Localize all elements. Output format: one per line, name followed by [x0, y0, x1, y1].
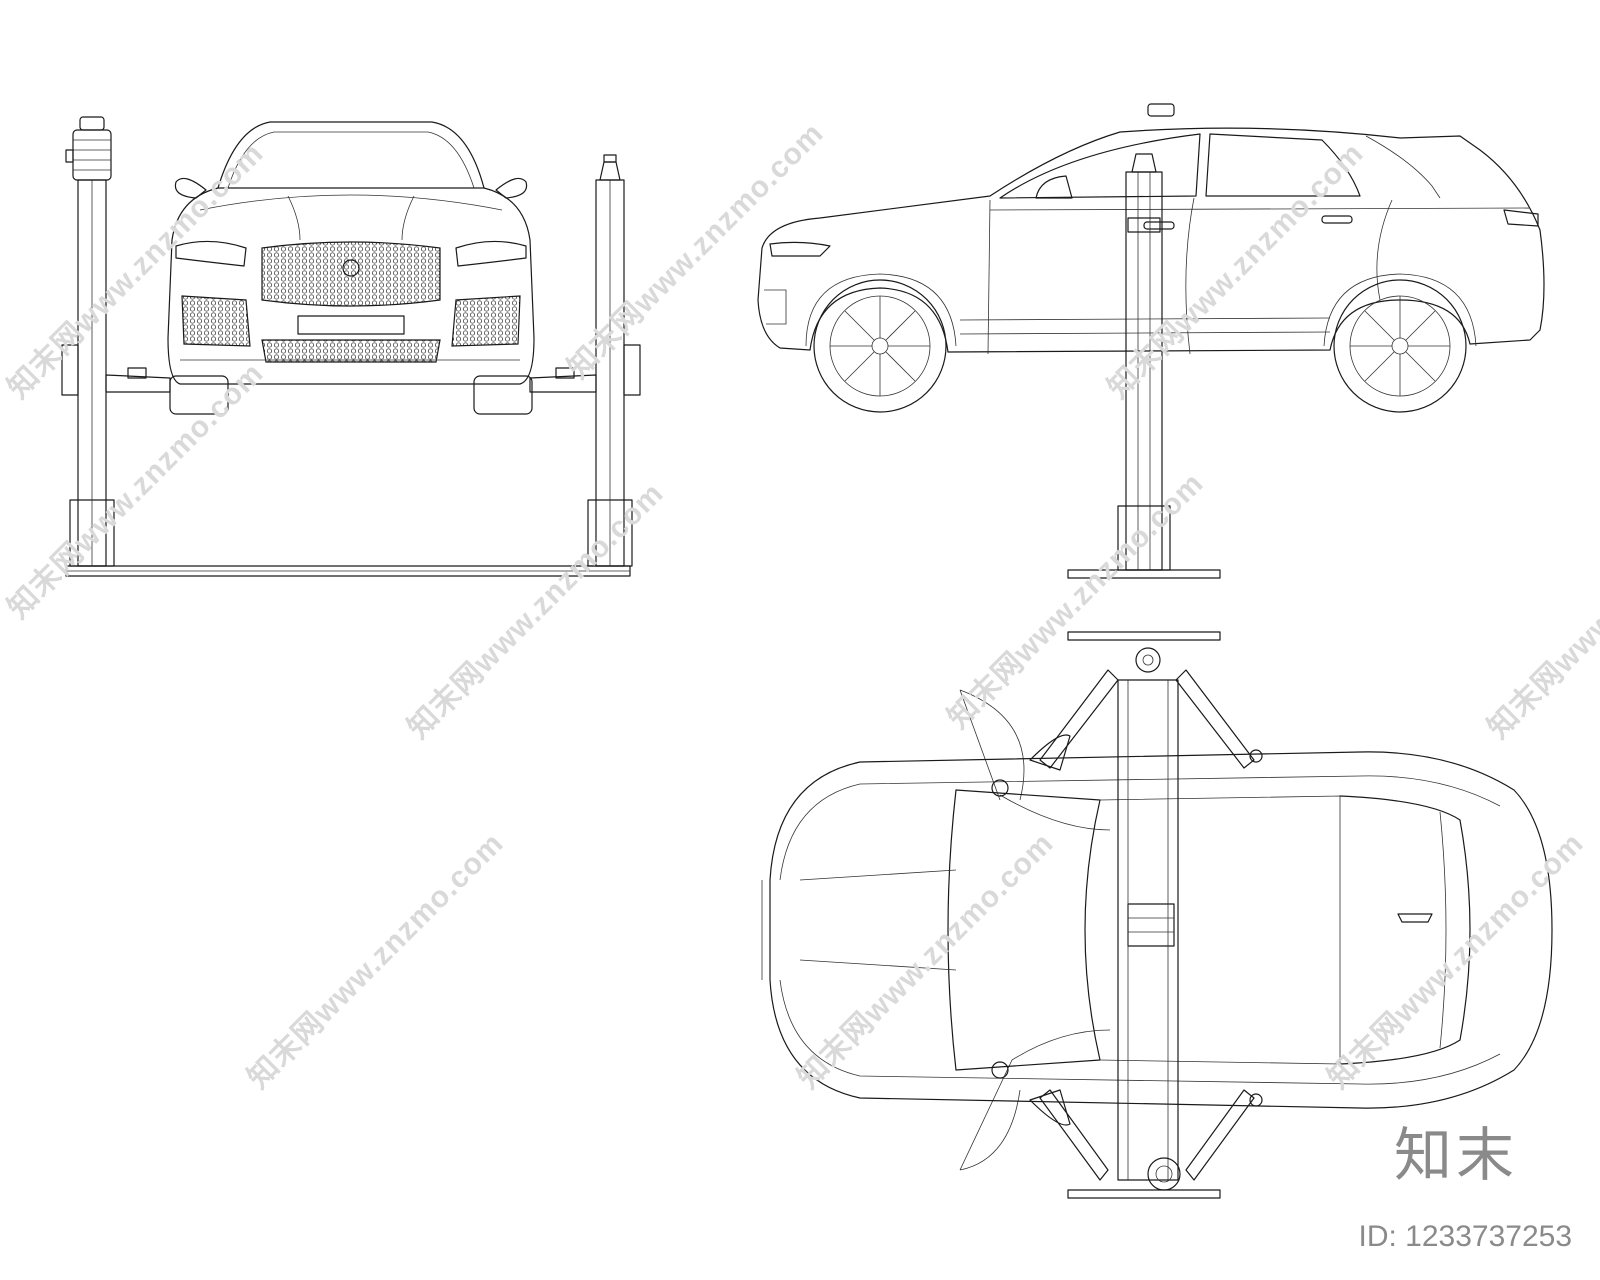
watermark-text: 知末网www.znzmo.com	[1482, 477, 1600, 745]
watermark-layer: 知末网www.znzmo.com 知末网www.znzmo.com 知末网www…	[2, 117, 1600, 1095]
car-side	[757, 103, 1545, 355]
wheel-front	[813, 279, 947, 413]
brand-logo-text: 知末	[1393, 1121, 1518, 1189]
wheel-rear	[1333, 279, 1467, 413]
lift-column-right	[587, 154, 641, 567]
watermark-text: 知末网www.znzmo.com	[2, 137, 270, 405]
watermark-text: 知末网www.znzmo.com	[792, 827, 1060, 1095]
lift-arms	[105, 367, 597, 393]
car-front	[167, 121, 535, 415]
post-base-bottom	[1067, 1189, 1221, 1199]
watermark-text: 知末网www.znzmo.com	[562, 117, 830, 385]
post-base-top	[1067, 631, 1221, 641]
top-view	[761, 631, 1553, 1199]
lift-post-plan	[991, 647, 1263, 1191]
lift-post-side	[1117, 153, 1171, 571]
lift-base-plate	[65, 565, 631, 577]
image-id-label: ID: 1233737253	[1358, 1220, 1572, 1253]
watermark-text: 知末网www.znzmo.com	[402, 477, 670, 745]
lift-motor	[65, 116, 112, 181]
watermark-text: 知末网www.znzmo.com	[242, 827, 510, 1095]
side-view	[757, 103, 1545, 579]
front-view	[61, 116, 641, 577]
watermark-text: 知末网www.znzmo.com	[942, 467, 1210, 735]
watermark-text: 知末网www.znzmo.com	[1102, 137, 1370, 405]
watermark-text: 知末网www.znzmo.com	[2, 357, 270, 625]
watermark-text: 知末网www.znzmo.com	[1322, 827, 1590, 1095]
car-plan	[761, 734, 1553, 1126]
